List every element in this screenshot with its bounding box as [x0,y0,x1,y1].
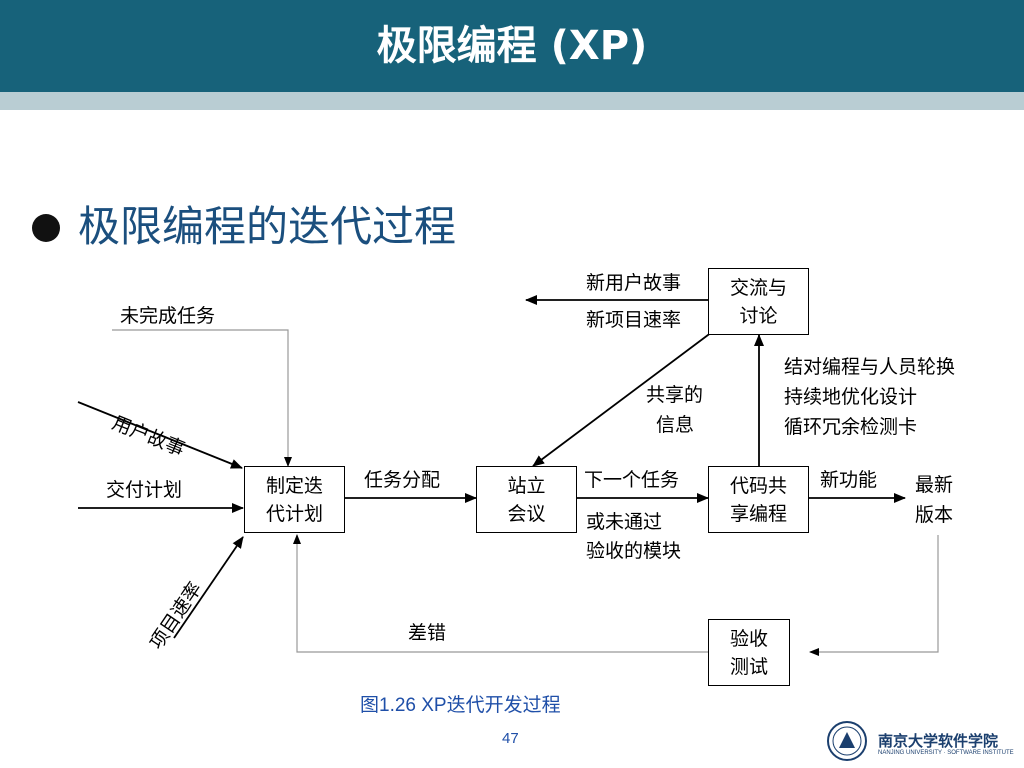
shared-info-arrow [532,331,713,467]
bullet-heading: 极限编程的迭代过程 [78,202,457,251]
acceptance-test-box: 验收 测试 [708,619,790,686]
slide-title: 极限编程 (XP) [376,23,648,69]
university-logo-text: 南京大学软件学院 [878,732,999,750]
shared-info-label-line1: 共享的 [646,384,704,406]
collective-coding-box: 代码共 享编程 [708,466,809,533]
latest-version-label-line1: 最新 [915,474,954,496]
latest-version-label-line2: 版本 [915,504,954,526]
release-plan-label: 交付计划 [106,479,183,501]
figure-caption: 图1.26 XP迭代开发过程 [360,695,561,716]
shared-info-label-line2: 信息 [656,414,695,436]
bullet-icon [32,214,60,242]
collective-coding-box-label: 代码共 享编程 [729,474,787,525]
practice-crc-cards: 循环冗余检测卡 [784,416,918,438]
practice-refactoring: 持续地优化设计 [784,386,918,408]
unfinished-tasks-label: 未完成任务 [120,305,216,327]
practice-pair-programming: 结对编程与人员轮换 [784,356,956,378]
next-task-label: 下一个任务 [584,469,680,491]
title-bar-band [0,92,1024,110]
new-user-story-label: 新用户故事 [586,272,682,294]
communication-box-label: 交流与 讨论 [729,276,787,327]
planning-box: 制定迭 代计划 [244,466,345,533]
task-assignment-label: 任务分配 [364,469,441,491]
communication-box: 交流与 讨论 [708,268,809,335]
unfinished-tasks-connector [112,329,292,467]
new-project-velocity-label: 新项目速率 [586,309,682,331]
page-number: 47 [502,730,519,747]
acceptance-test-box-label: 验收 测试 [729,627,768,678]
bugs-label: 差错 [408,622,447,644]
user-stories-arrow [77,401,243,469]
failed-modules-label-line2: 验收的模块 [586,540,682,562]
university-logo-subtext: NANJING UNIVERSITY · SOFTWARE INSTITUTE [878,750,1014,756]
project-velocity-arrow [173,536,244,639]
failed-modules-label-line1: 或未通过 [586,511,663,533]
planning-box-label: 制定迭 代计划 [265,474,323,525]
university-seal-icon [827,721,867,761]
new-feature-label: 新功能 [820,469,878,491]
title-bar [0,0,1024,92]
standup-box-label: 站立 会议 [507,474,546,525]
standup-box: 站立 会议 [476,466,577,533]
flow-connectors [77,295,939,656]
bugs-connector [293,534,708,653]
release-to-acceptance-connector [809,535,939,656]
